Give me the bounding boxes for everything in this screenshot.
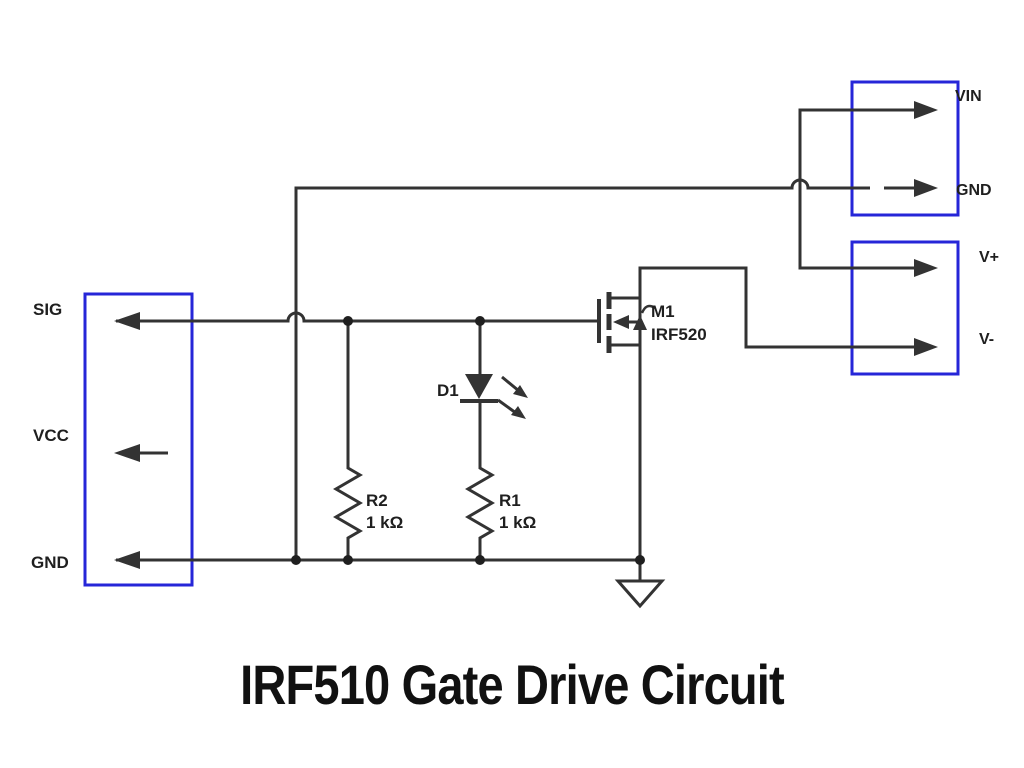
pin-label-vminus: V-	[979, 331, 994, 348]
led-ray-arrowhead-2	[511, 406, 526, 419]
r2-designator: R2	[366, 491, 388, 510]
schematic-labels: SIG VCC GND VIN GND V+ V- M1 IRF520 D1 R…	[31, 88, 999, 572]
top-gnd-wire	[294, 178, 914, 560]
r1-value: 1 kΩ	[499, 513, 536, 532]
circuit-title: IRF510 Gate Drive Circuit	[240, 653, 785, 716]
vin-vplus-wire	[798, 108, 914, 270]
mosfet-body-diode-arrow	[633, 315, 647, 330]
junction-dot	[291, 555, 301, 565]
sig-arrowhead	[114, 312, 140, 330]
resistor-r1-body	[465, 321, 495, 560]
pin-label-gnd-top: GND	[956, 182, 992, 199]
connector-boxes	[83, 80, 960, 587]
pin-label-vin: VIN	[955, 88, 982, 105]
vin-arrowhead	[914, 101, 938, 119]
mosfet-body-arrowhead	[613, 315, 629, 329]
top-right-connector-box	[850, 80, 960, 217]
r2-value: 1 kΩ	[366, 513, 403, 532]
mosfet-label-squiggle	[640, 304, 656, 314]
pin-label-gnd-left: GND	[31, 553, 69, 572]
r1-designator: R1	[499, 491, 521, 510]
led-light-rays	[497, 375, 520, 415]
left-connector-box	[83, 292, 194, 587]
arrowheads	[114, 101, 938, 569]
ground-symbol	[614, 579, 666, 609]
gnd-top-arrowhead	[914, 179, 938, 197]
pin-label-vplus: V+	[979, 249, 999, 266]
vplus-arrowhead	[914, 259, 938, 277]
led-ray-arrowhead-1	[513, 385, 528, 398]
junction-dot	[635, 555, 645, 565]
resistor-r2-body	[333, 321, 363, 560]
mosfet-designator: M1	[651, 302, 675, 321]
junction-dot	[475, 555, 485, 565]
gnd-left-arrowhead	[114, 551, 140, 569]
junction-dots	[291, 316, 645, 565]
vminus-arrowhead	[914, 338, 938, 356]
mid-right-connector-box	[850, 240, 960, 376]
pin-label-vcc: VCC	[33, 426, 69, 445]
led-triangle	[465, 374, 493, 399]
drain-vminus-wire	[638, 266, 914, 580]
led-designator: D1	[437, 381, 459, 400]
sig-wire	[116, 311, 597, 323]
junction-dot	[343, 316, 353, 326]
junction-dot	[343, 555, 353, 565]
pin-label-sig: SIG	[33, 300, 62, 319]
junction-dot	[475, 316, 485, 326]
vcc-arrowhead	[114, 444, 140, 462]
mosfet-part-number: IRF520	[651, 325, 707, 344]
